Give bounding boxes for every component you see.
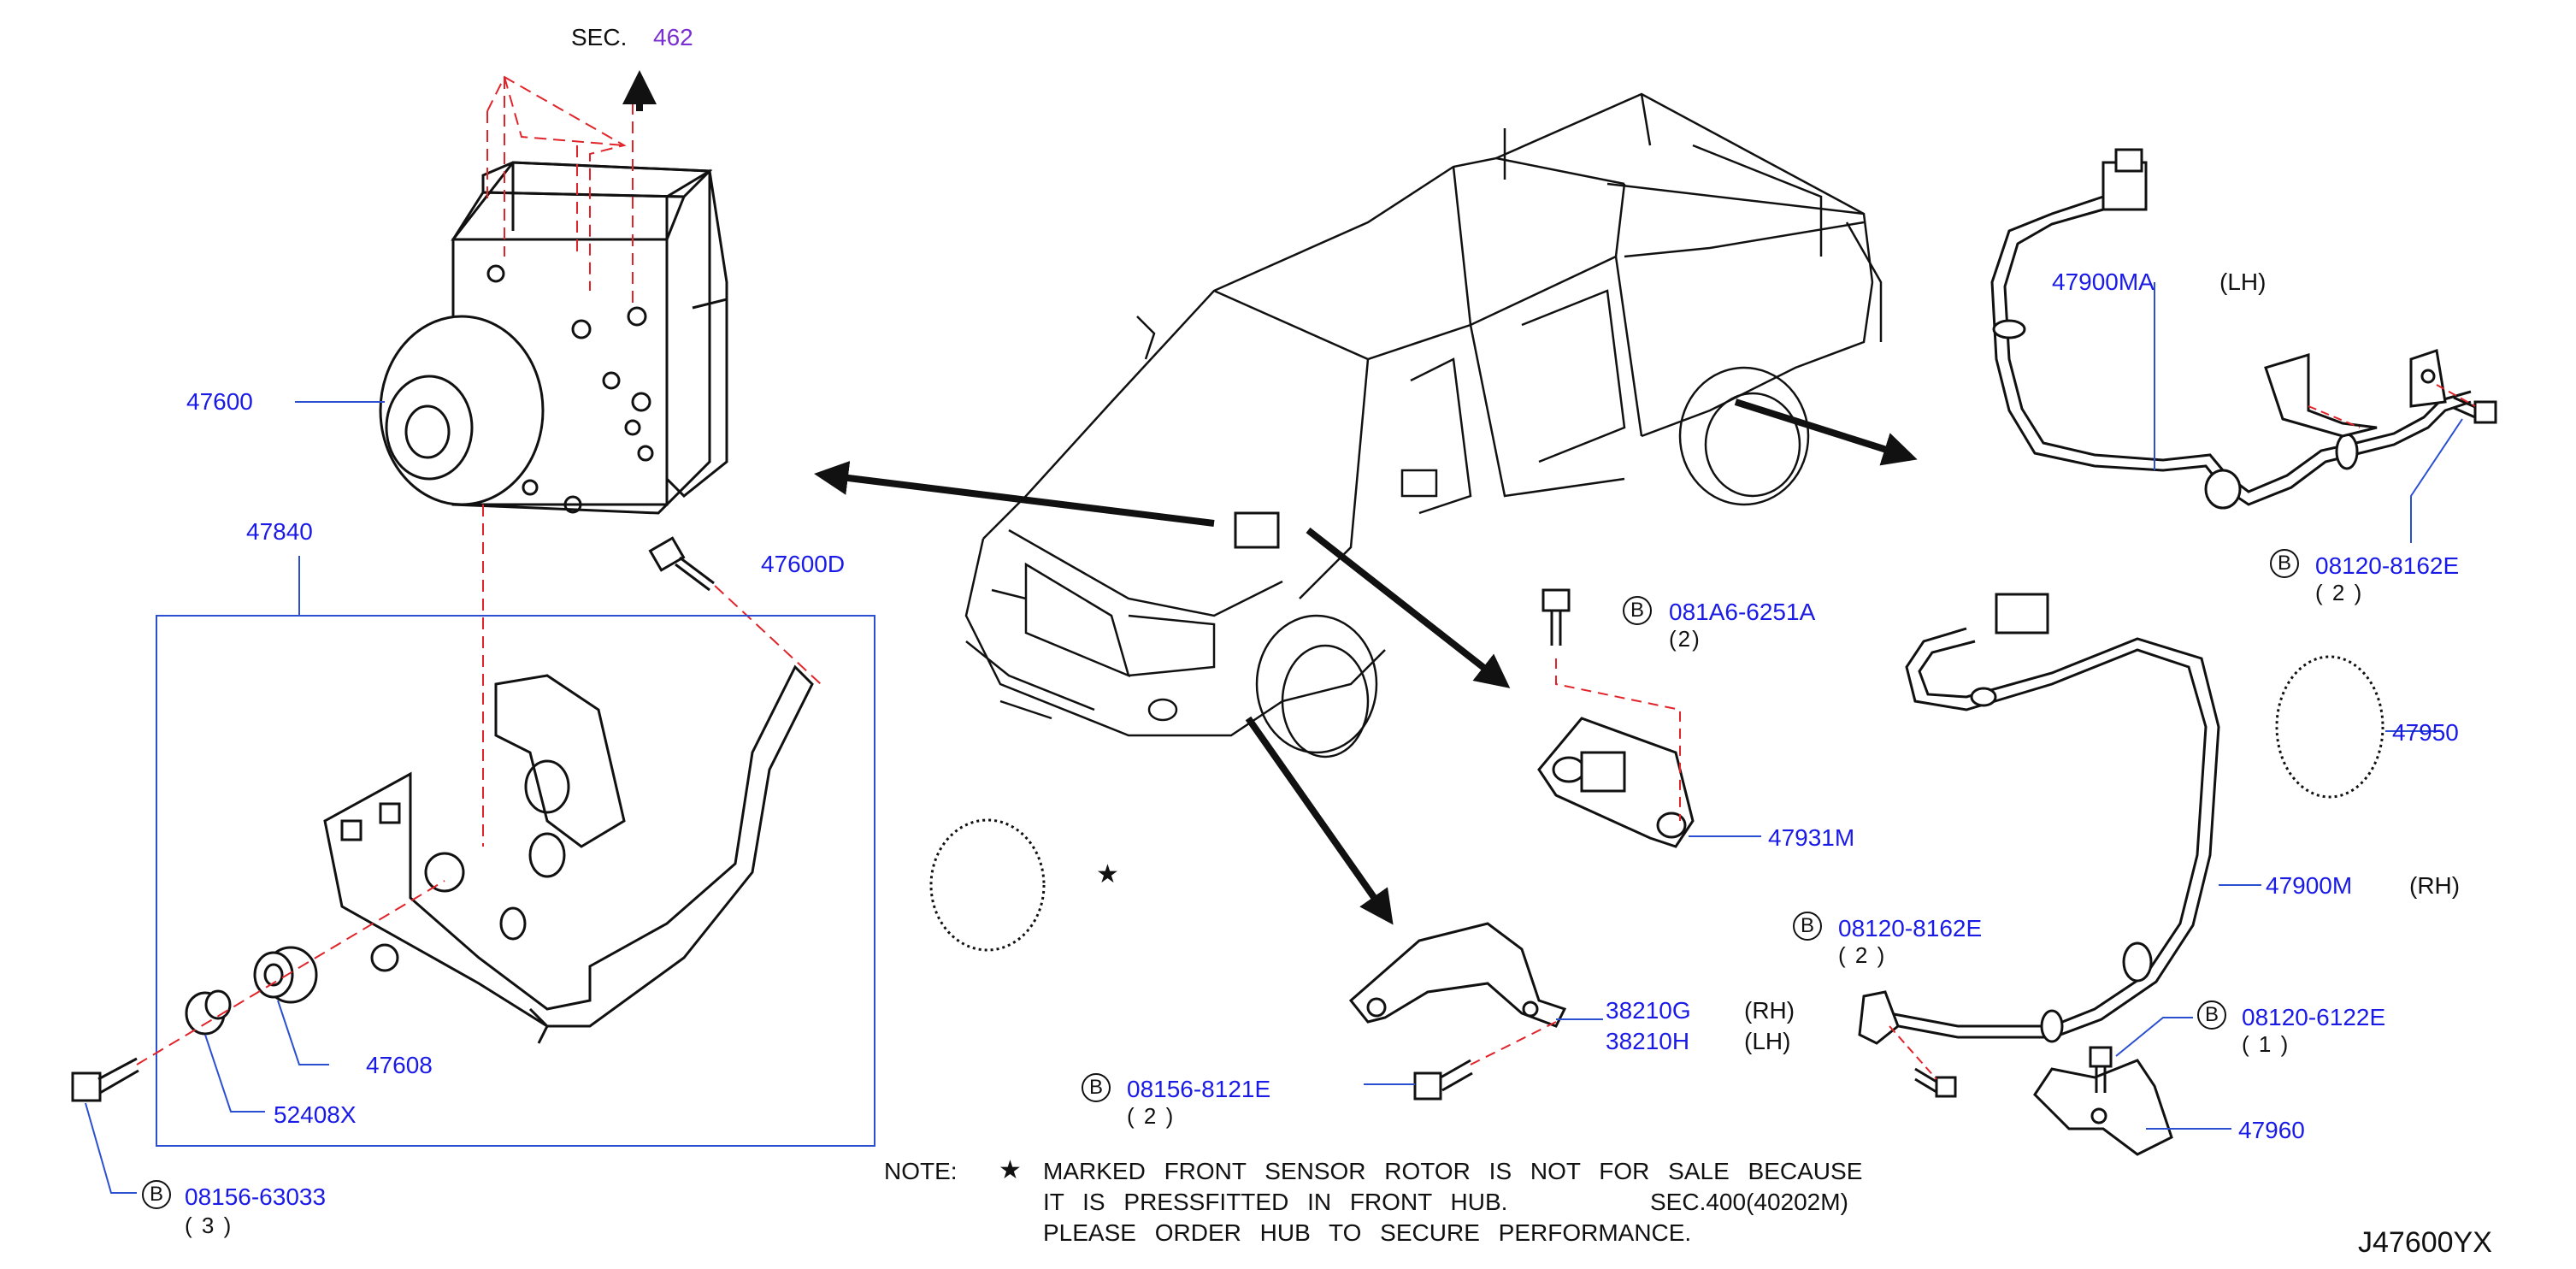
bolt-b-marker: B: [1793, 912, 1822, 941]
sec-462-link[interactable]: 462: [653, 24, 693, 50]
bolt-08120-8162e-top: [2453, 396, 2497, 424]
leaders-38210: [1364, 1018, 1603, 1085]
part-08156-63033[interactable]: 08156-63033: [185, 1183, 327, 1210]
bracket-38210-dash: [1470, 1021, 1557, 1065]
part-38210h[interactable]: 38210H: [1606, 1028, 1690, 1054]
note-star: ★: [999, 1156, 1022, 1184]
part-47900ma[interactable]: 47900MA: [2052, 269, 2155, 295]
part-08120-6122e[interactable]: 08120-6122E: [2242, 1004, 2386, 1030]
yaw-sensor-dash: [1555, 658, 1681, 821]
note-label: NOTE:: [884, 1158, 958, 1184]
rear-lh-dash: [2308, 384, 2476, 428]
yaw-rate-sensor-47931m: [1537, 717, 1695, 848]
qty-08156-8121e: ( 2 ): [1127, 1103, 1176, 1129]
star-marker: ★: [1096, 860, 1119, 888]
bolt-08120-6122e: [2089, 1046, 2113, 1093]
sec-462-dashed-guides: [482, 75, 822, 847]
front-sensor-rotor: [929, 818, 1046, 952]
bolt-b-marker: B: [142, 1180, 171, 1209]
abs-actuator-unit: [379, 161, 728, 515]
abs-bracket: [323, 664, 814, 1044]
side-47900ma: (LH): [2219, 269, 2267, 295]
part-47931m[interactable]: 47931M: [1768, 824, 1855, 851]
note-sec-ref: SEC.400(40202M): [1650, 1189, 1848, 1215]
leaders-bottom-left: [85, 1000, 329, 1194]
bolt-b-marker: B: [1623, 596, 1652, 625]
bracket-47840-frame: [156, 556, 875, 1147]
part-47840[interactable]: 47840: [246, 518, 313, 545]
qty-08120-8162e-bottom: ( 2 ): [1838, 942, 1887, 968]
bolt-dash-line: [136, 880, 445, 1065]
diagram-code: J47600YX: [2358, 1226, 2492, 1259]
note-line-2: IT IS PRESSFITTED IN FRONT HUB.: [1043, 1189, 1508, 1215]
rear-sensor-harness-47900m: [1858, 593, 2220, 1045]
grommet-47608: [253, 946, 318, 1004]
bolt-47600d: [648, 536, 715, 592]
qty-08156-63033: ( 3 ): [185, 1213, 233, 1238]
part-47608[interactable]: 47608: [366, 1052, 433, 1078]
qty-08120-8162e-top: ( 2 ): [2315, 580, 2364, 605]
bolt-08156-8121e: [1413, 1059, 1473, 1101]
part-47900m[interactable]: 47900M: [2266, 872, 2353, 899]
rear-sensor-harness-47900ma: [1990, 148, 2472, 510]
part-08120-8162e-bottom[interactable]: 08120-8162E: [1838, 915, 1983, 941]
note-line-3: PLEASE ORDER HUB TO SECURE PERFORMANCE.: [1043, 1219, 1692, 1246]
bracket-38210: [1348, 922, 1567, 1028]
note-line-1: MARKED FRONT SENSOR ROTOR IS NOT FOR SAL…: [1043, 1158, 1863, 1184]
part-47960[interactable]: 47960: [2238, 1117, 2305, 1143]
rear-bracket-rh-47960: [2033, 1059, 2173, 1156]
part-47600[interactable]: 47600: [186, 388, 253, 415]
part-081a6-6251a[interactable]: 081A6-6251A: [1669, 599, 1816, 625]
rear-bracket-lh: [2264, 349, 2447, 438]
side-47900m: (RH): [2409, 872, 2461, 899]
leaders-rear-rh: [2115, 884, 2261, 1130]
part-08156-8121e[interactable]: 08156-8121E: [1127, 1076, 1271, 1102]
part-47600d[interactable]: 47600D: [761, 551, 846, 577]
qty-08120-6122e: ( 1 ): [2242, 1031, 2290, 1057]
bolt-081a6-6251a: [1541, 588, 1571, 646]
reference-arrows: [814, 398, 1918, 925]
qty-081a6-6251a: (2): [1669, 626, 1701, 652]
rear-rh-dash: [1889, 1025, 1937, 1080]
bolt-b-marker: B: [2270, 549, 2299, 578]
side-38210h: (LH): [1744, 1028, 1791, 1054]
part-38210g[interactable]: 38210G: [1606, 997, 1691, 1024]
pickup-truck-illustration: [964, 92, 1883, 758]
bolt-b-marker: B: [2197, 1000, 2226, 1030]
part-08120-8162e-top[interactable]: 08120-8162E: [2315, 552, 2460, 579]
bolt-b-marker: B: [1082, 1073, 1111, 1102]
part-47950[interactable]: 47950: [2392, 719, 2459, 746]
leaders-rear-lh: [2154, 282, 2463, 543]
rear-sensor-rotor-47950: [2275, 655, 2384, 799]
sec-label: SEC.: [571, 24, 628, 50]
side-38210g: (RH): [1744, 997, 1795, 1024]
bolt-08120-8162e-bottom: [1914, 1067, 1957, 1098]
part-52408x[interactable]: 52408X: [274, 1101, 357, 1128]
truck-yaw-sensor-box: [1234, 511, 1280, 549]
bolt-08156-63033: [71, 1057, 139, 1102]
